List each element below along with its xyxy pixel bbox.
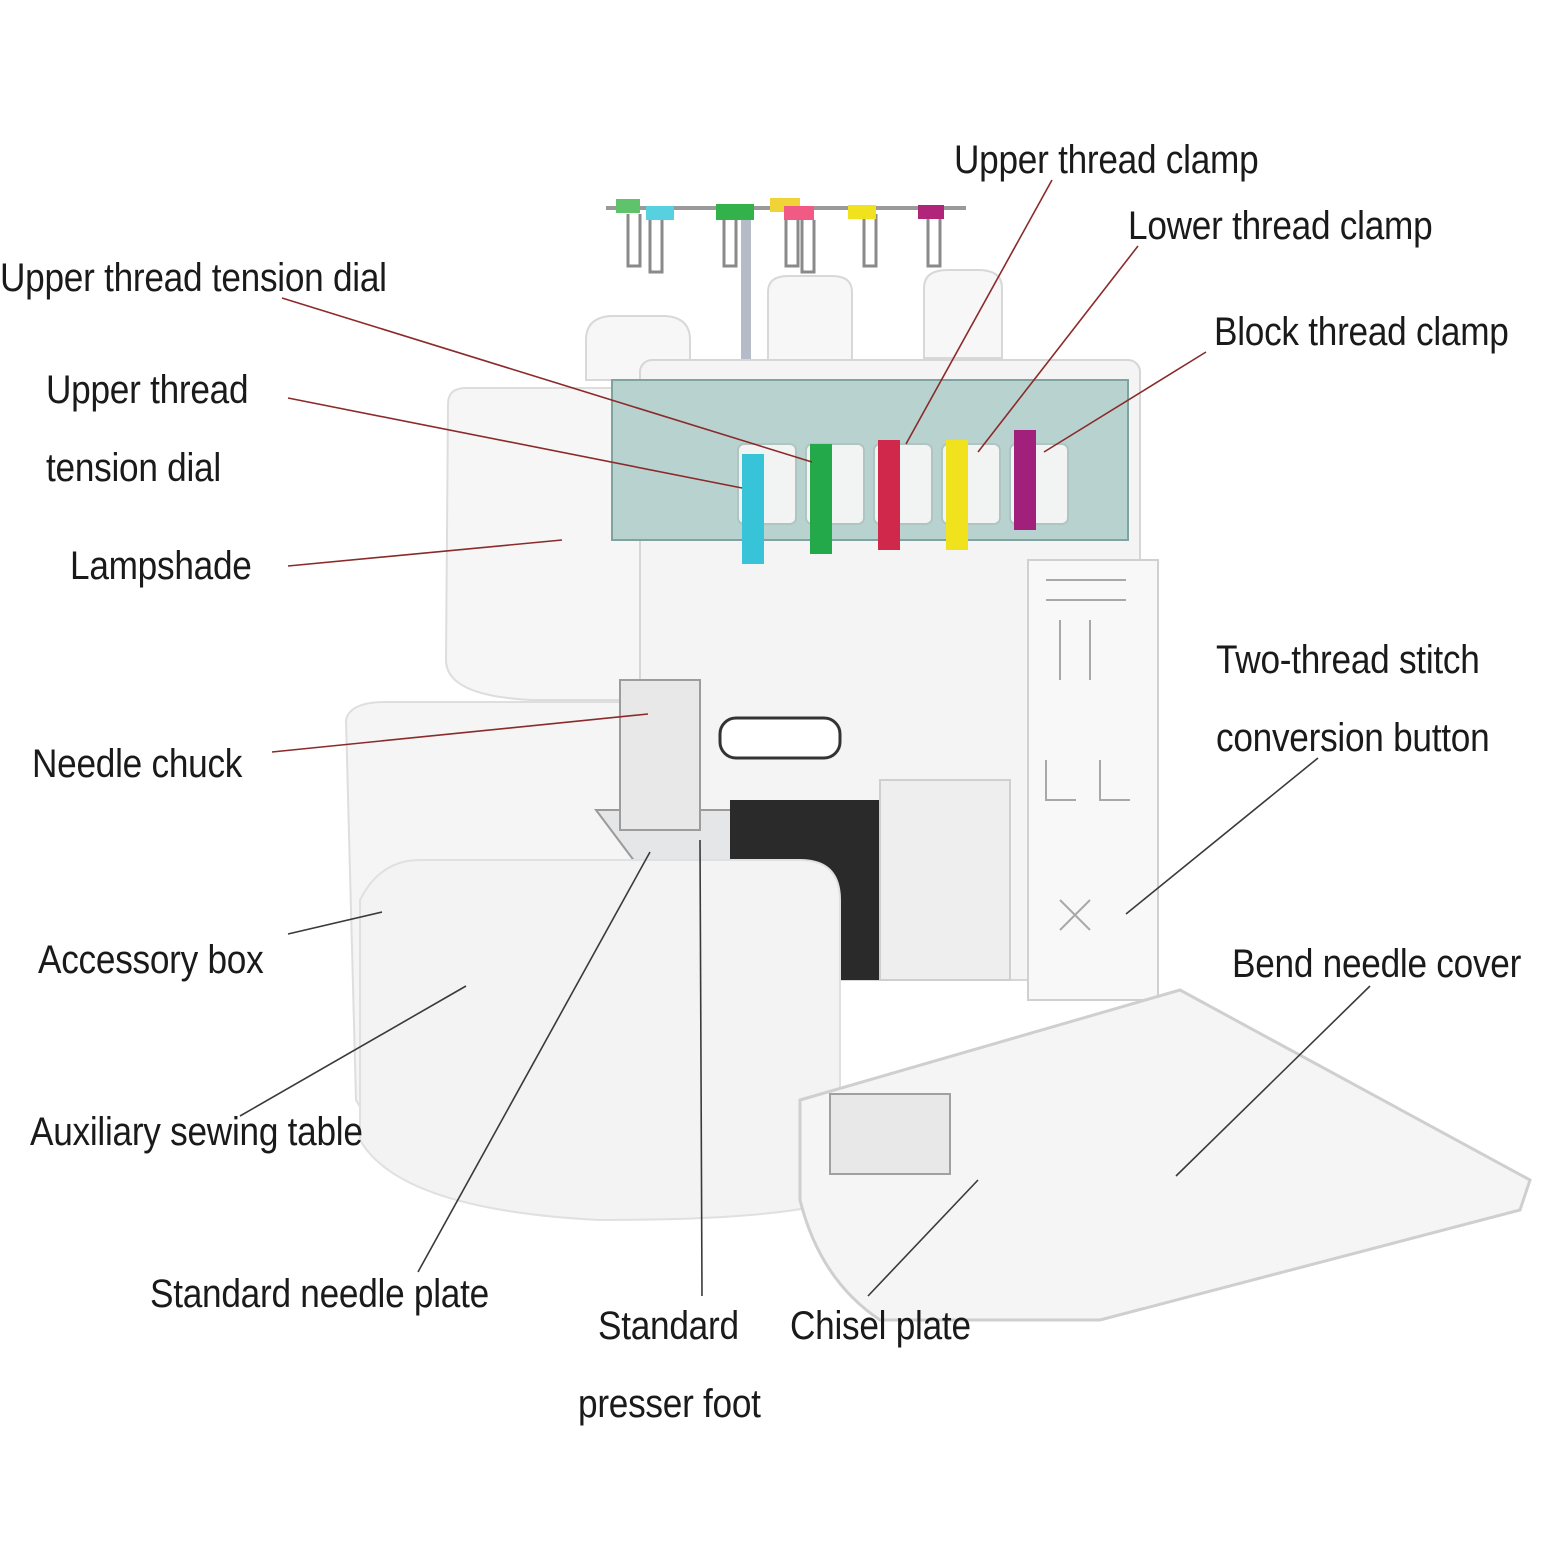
label-two-thread-stitch-line2: conversion button bbox=[1216, 716, 1490, 760]
label-upper-thread-line1: Upper thread bbox=[46, 368, 249, 412]
label-two-thread-stitch-line1: Two-thread stitch bbox=[1216, 638, 1480, 682]
label-accessory-box: Accessory box bbox=[38, 938, 264, 982]
label-needle-chuck: Needle chuck bbox=[32, 742, 243, 786]
thread-cones bbox=[585, 269, 1003, 381]
label-upper-thread-tension-dial: Upper thread tension dial bbox=[0, 256, 387, 300]
label-standard-needle-plate: Standard needle plate bbox=[150, 1272, 489, 1316]
label-block-thread-clamp: Block thread clamp bbox=[1214, 310, 1509, 354]
label-standard-presser-foot-line2: presser foot bbox=[578, 1382, 761, 1426]
thread-stand bbox=[606, 198, 966, 362]
tension-panel bbox=[611, 379, 1129, 564]
pointer-lines bbox=[239, 757, 1371, 1297]
label-lampshade: Lampshade bbox=[70, 544, 252, 588]
label-lower-thread-clamp: Lower thread clamp bbox=[1128, 204, 1433, 248]
label-standard-presser-foot-line1: Standard bbox=[598, 1304, 739, 1348]
label-auxiliary-sewing-table: Auxiliary sewing table bbox=[30, 1110, 363, 1154]
label-upper-thread-clamp: Upper thread clamp bbox=[954, 138, 1259, 182]
label-upper-thread-line2: tension dial bbox=[46, 446, 221, 490]
label-chisel-plate: Chisel plate bbox=[790, 1304, 971, 1348]
leader-lines bbox=[271, 179, 1207, 753]
label-bend-needle-cover: Bend needle cover bbox=[1232, 942, 1522, 986]
